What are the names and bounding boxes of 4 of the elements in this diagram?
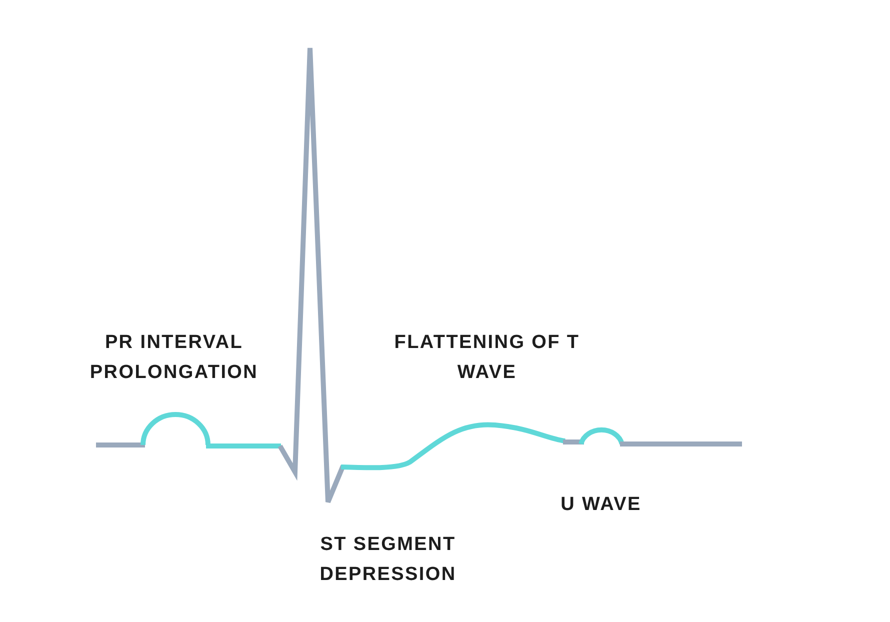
annotation-label: PR INTERVAL PROLONGATION xyxy=(88,331,260,385)
annotation-label: U WAVE xyxy=(560,493,642,517)
annotation-label: ST SEGMENT DEPRESSION xyxy=(318,533,458,587)
annotation-label: FLATTENING OF T WAVE xyxy=(393,331,581,385)
